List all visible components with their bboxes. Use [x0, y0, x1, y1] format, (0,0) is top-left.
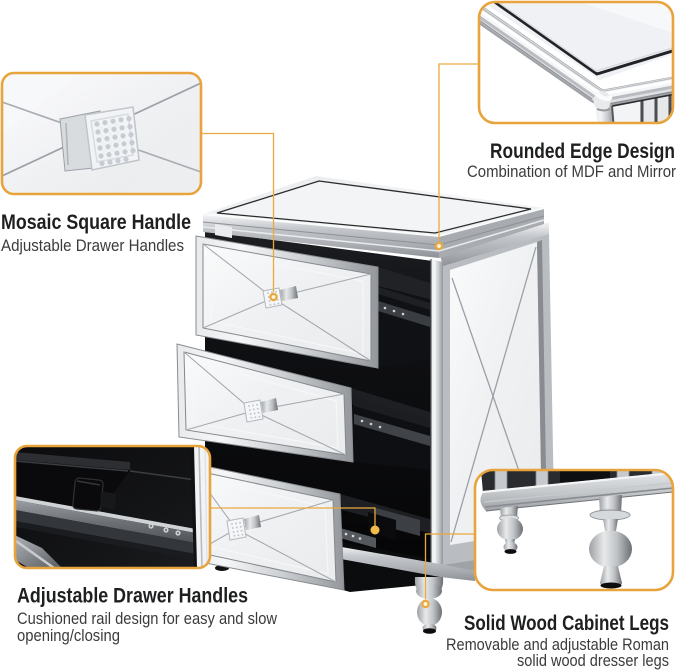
svg-text:Cushioned rail design for easy: Cushioned rail design for easy and slow — [17, 609, 278, 628]
svg-text:Mosaic Square Handle: Mosaic Square Handle — [1, 211, 191, 234]
svg-text:Solid Wood Cabinet Legs: Solid Wood Cabinet Legs — [464, 612, 669, 635]
svg-text:solid wood dresser legs: solid wood dresser legs — [517, 651, 669, 670]
svg-text:Rounded Edge Design: Rounded Edge Design — [490, 140, 675, 163]
svg-text:Adjustable Drawer Handles: Adjustable Drawer Handles — [17, 585, 248, 608]
svg-text:Removable and adjustable Roman: Removable and adjustable Roman — [446, 635, 669, 654]
svg-text:Combination of MDF and Mirror: Combination of MDF and Mirror — [467, 162, 676, 181]
svg-text:Adjustable Drawer Handles: Adjustable Drawer Handles — [1, 236, 184, 255]
svg-text:opening/closing: opening/closing — [17, 626, 120, 645]
